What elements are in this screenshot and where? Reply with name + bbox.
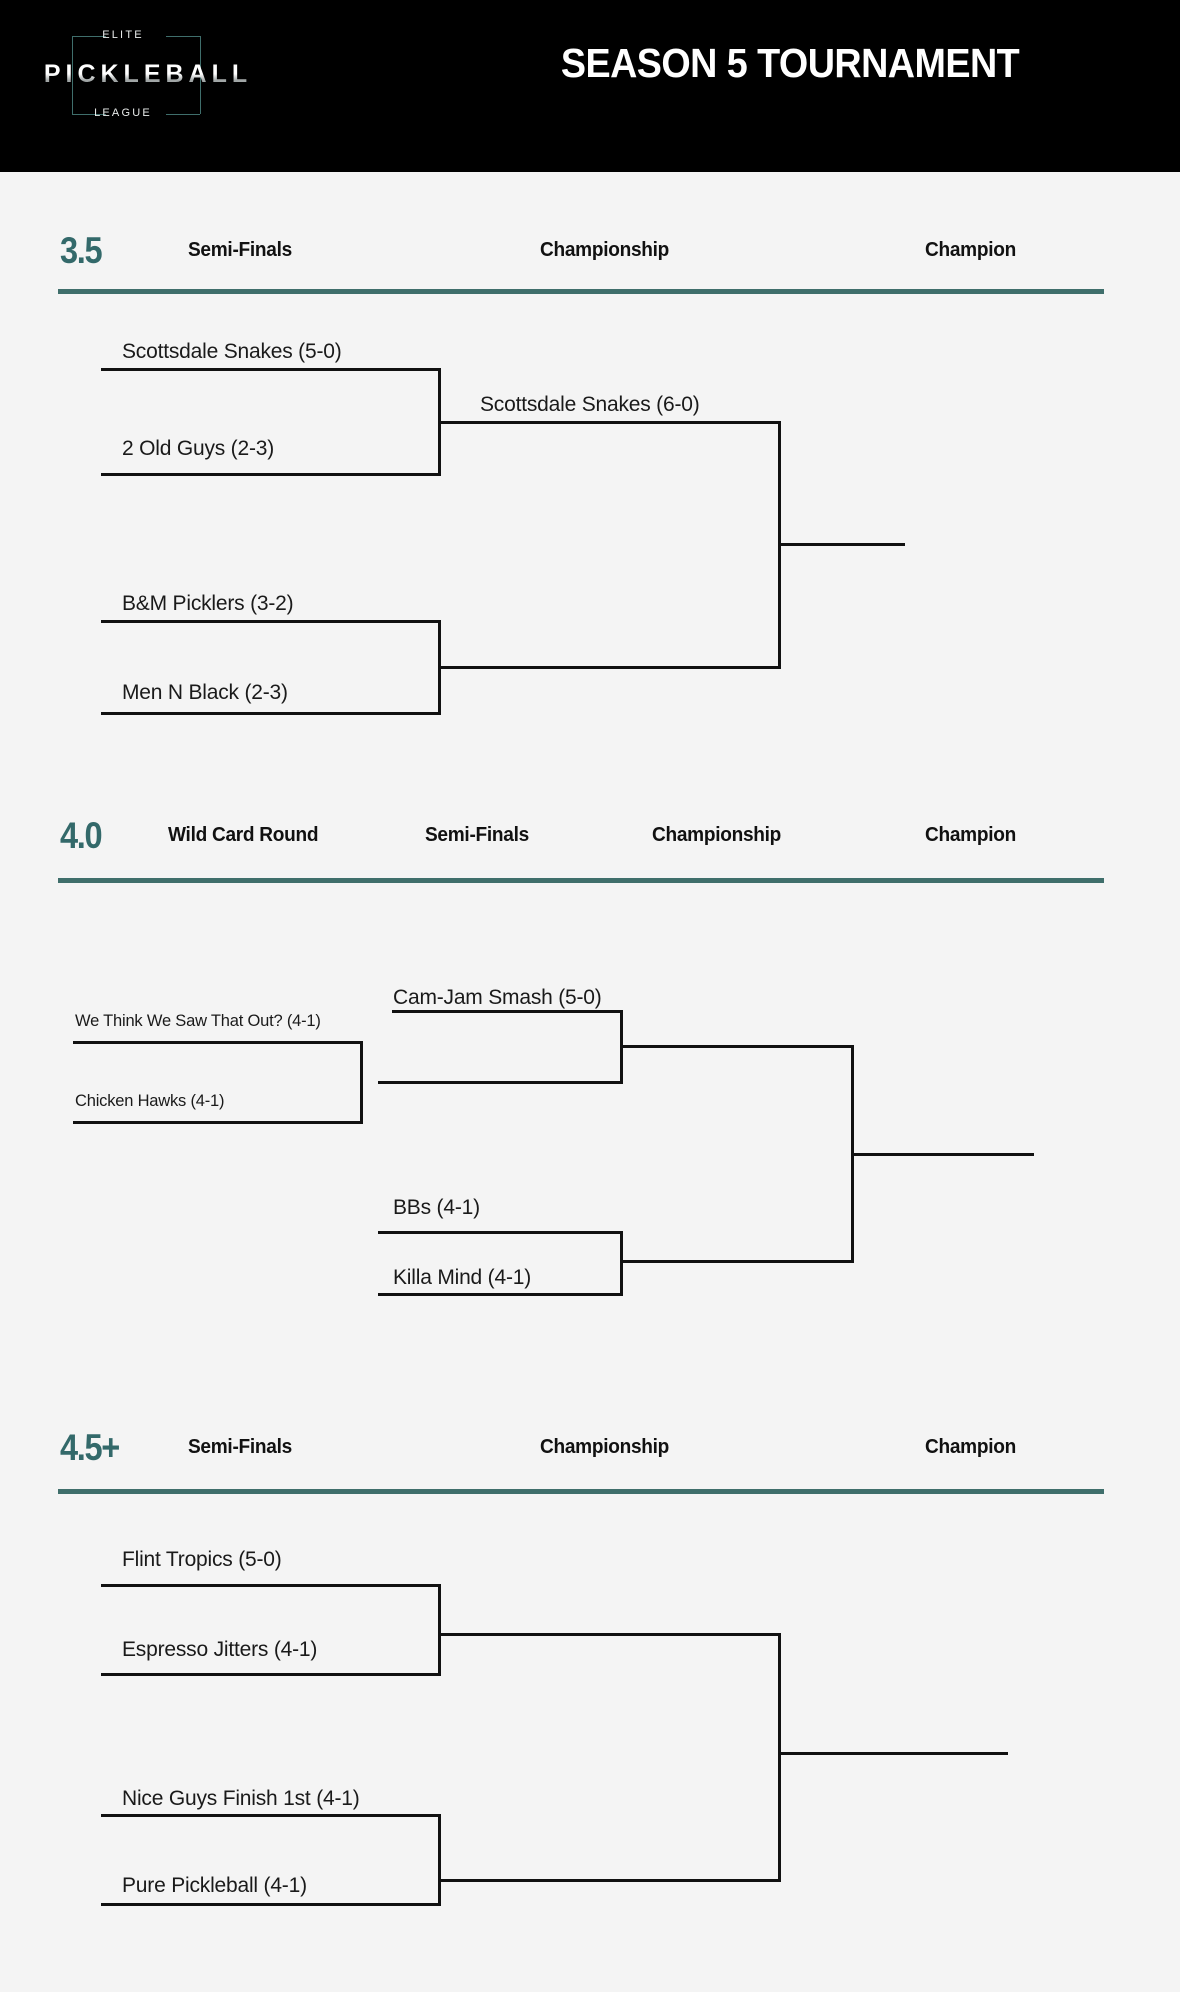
round-label-4-0-champion: Champion [925,823,1016,846]
bracket-line-4-5-sf1-right [438,1584,441,1676]
bracket-line-3-5-sf2-bottom [101,712,441,715]
logo-elite-text: ELITE [102,29,144,41]
round-label-4-0-championship: Championship [652,823,782,846]
logo-frame-bottom-right [166,114,200,115]
bracket-line-4-5-sf1-bottom [101,1673,441,1676]
team-4-5-sf-4: Pure Pickleball (4-1) [122,1874,307,1897]
bracket-line-4-0-wc-right [360,1041,363,1124]
bracket-line-4-5-final-right [778,1633,781,1882]
bracket-line-4-5-sf2-right [438,1814,441,1906]
round-label-4-5-championship: Championship [540,1435,670,1458]
team-3-5-sf-4: Men N Black (2-3) [122,681,288,704]
bracket-line-4-5-final-top [438,1633,781,1636]
round-label-4-0-wildcard: Wild Card Round [168,823,319,846]
logo-frame-top-right [166,36,200,37]
round-label-3-5-semifinals: Semi-Finals [188,238,292,261]
team-4-0-wc-1: We Think We Saw That Out? (4-1) [75,1012,321,1030]
round-label-4-5-champion: Champion [925,1435,1016,1458]
round-label-3-5-championship: Championship [540,238,670,261]
logo-league-text: LEAGUE [94,107,152,119]
logo-frame-left-edge [72,36,73,114]
division-level-3-5: 3.5 [60,230,103,271]
round-label-3-5-champion: Champion [925,238,1016,261]
team-3-5-sf-1: Scottsdale Snakes (5-0) [122,340,342,363]
bracket-line-4-5-sf2-top [101,1814,441,1817]
bracket-line-3-5-sf2-top [101,620,441,623]
bracket-line-4-0-sf2-bottom [378,1293,623,1296]
bracket-line-4-0-wc-top [73,1041,363,1044]
bracket-line-3-5-final-bottom [438,666,781,669]
division-level-4-0: 4.0 [60,815,103,856]
league-logo: ELITE PICKLEBALL LEAGUE [44,22,256,130]
bracket-line-4-5-final-bottom [438,1879,781,1882]
bracket-line-4-5-sf1-top [101,1584,441,1587]
bracket-line-4-0-final-top [620,1045,854,1048]
team-4-5-sf-3: Nice Guys Finish 1st (4-1) [122,1787,360,1810]
logo-frame-bottom-left [72,114,106,115]
team-4-0-sf-3: BBs (4-1) [393,1196,480,1219]
team-4-5-sf-2: Espresso Jitters (4-1) [122,1638,318,1661]
team-3-5-final-1: Scottsdale Snakes (6-0) [480,393,700,416]
logo-frame-right-edge [200,36,201,114]
bracket-line-4-0-sf2-top [378,1231,623,1234]
team-4-0-sf-4: Killa Mind (4-1) [393,1266,532,1289]
bracket-line-3-5-sf1-bottom [101,473,441,476]
bracket-line-4-0-champion [851,1153,1034,1156]
bracket-line-4-0-final-bottom [620,1260,854,1263]
bracket-line-4-0-sf1-bottom [378,1081,623,1084]
bracket-line-3-5-final-top [438,421,781,424]
logo-pickleball-text: PICKLEBALL [24,60,272,89]
bracket-line-4-5-sf2-bottom [101,1903,441,1906]
page-header: ELITE PICKLEBALL LEAGUE SEASON 5 TOURNAM… [0,0,1180,172]
team-4-5-sf-1: Flint Tropics (5-0) [122,1548,282,1571]
team-4-0-sf-1: Cam-Jam Smash (5-0) [393,986,602,1009]
team-4-0-wc-2: Chicken Hawks (4-1) [75,1092,225,1110]
bracket-line-4-5-champion [778,1752,1008,1755]
logo-frame-top-left [72,36,106,37]
team-3-5-sf-2: 2 Old Guys (2-3) [122,437,275,460]
bracket-line-3-5-champion [778,543,905,546]
bracket-line-4-0-wc-bottom [73,1121,363,1124]
page-title: SEASON 5 TOURNAMENT [560,40,1020,86]
bracket-line-4-0-sf1-top [392,1010,623,1013]
division-level-4-5-plus: 4.5+ [60,1427,120,1468]
round-label-4-0-semifinals: Semi-Finals [425,823,529,846]
division-rule-4-0 [58,878,1104,883]
bracket-line-4-0-sf2-right [620,1231,623,1296]
team-3-5-sf-3: B&M Picklers (3-2) [122,592,294,615]
round-label-4-5-semifinals: Semi-Finals [188,1435,292,1458]
division-rule-4-5-plus [58,1489,1104,1494]
bracket-line-3-5-sf1-top [101,368,441,371]
division-rule-3-5 [58,289,1104,294]
